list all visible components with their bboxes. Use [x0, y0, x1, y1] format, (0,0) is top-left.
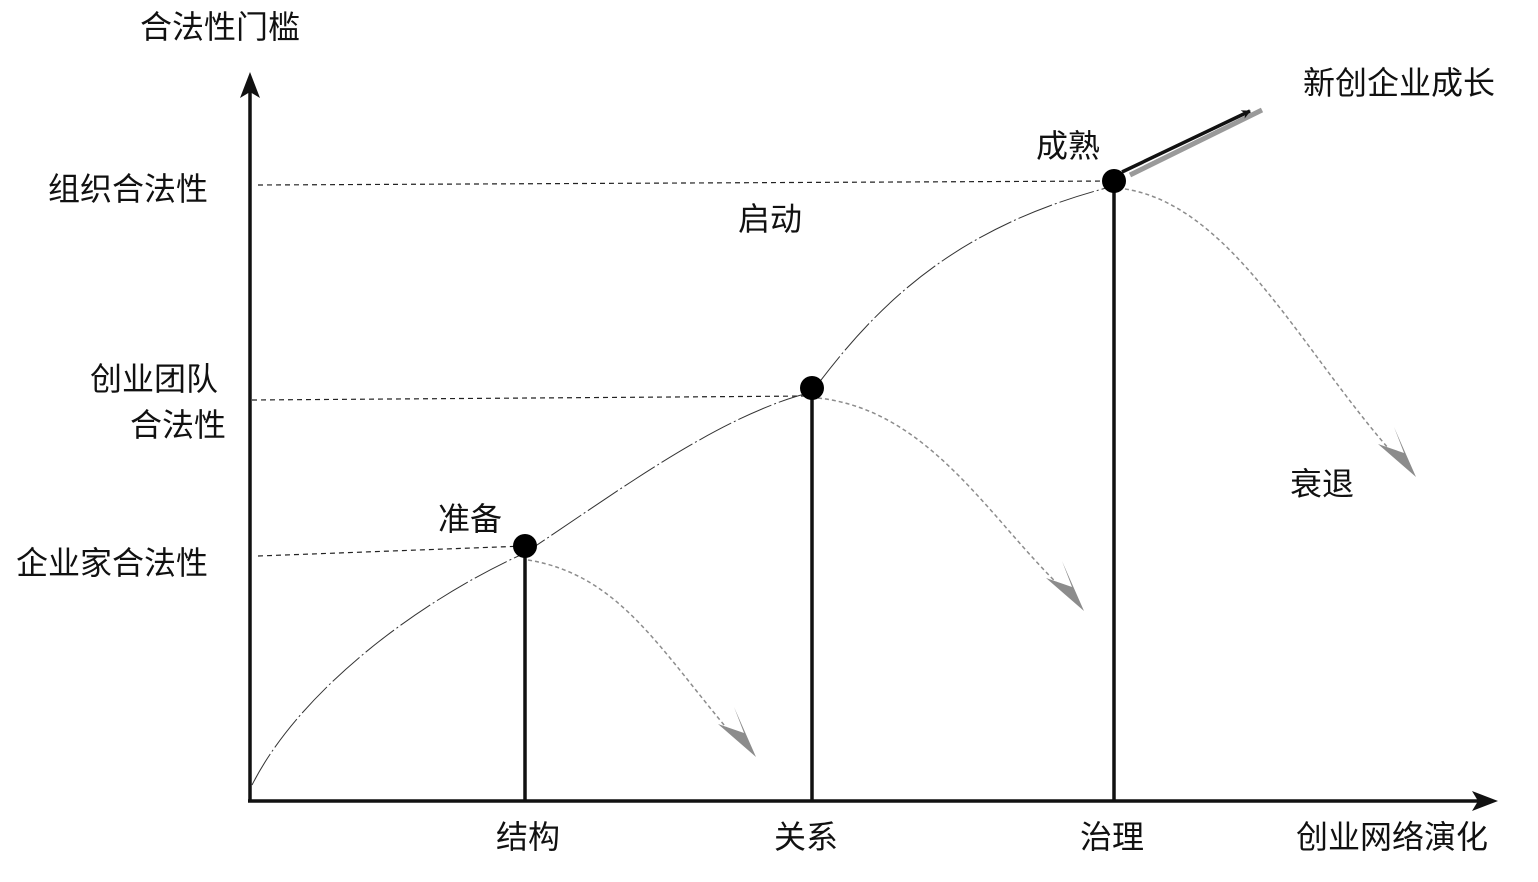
y-level-entrepreneur: 企业家合法性 — [16, 544, 208, 582]
point-label-launch: 启动 — [738, 200, 802, 238]
threshold-guides — [251, 180, 1115, 557]
decline-path-3 — [1117, 187, 1397, 458]
decline-arrowhead-3 — [1378, 427, 1416, 477]
y-level-team-line2: 合法性 — [130, 406, 226, 444]
decline-arrowhead-1 — [718, 707, 756, 757]
point-prepare — [513, 534, 537, 558]
x-stage-structure: 结构 — [496, 818, 560, 856]
decline-path-1 — [527, 559, 736, 739]
guide-team — [251, 395, 813, 401]
y-axis-title: 合法性门槛 — [140, 8, 300, 46]
guide-entrepreneur — [257, 545, 526, 557]
x-axis-title: 创业网络演化 — [1296, 818, 1488, 856]
point-mature — [1102, 169, 1126, 193]
y-level-team-line1: 创业团队 — [90, 360, 218, 398]
axes — [240, 72, 1498, 811]
point-label-mature: 成熟 — [1036, 127, 1100, 165]
point-launch — [800, 376, 824, 400]
y-axis-arrowhead — [240, 72, 260, 98]
decline-branches — [527, 187, 1416, 757]
evolution-curve — [251, 185, 1115, 786]
decline-path-2 — [817, 397, 1065, 591]
stage-points — [513, 169, 1126, 558]
guide-organization — [257, 180, 1115, 186]
x-stage-relation: 关系 — [774, 818, 838, 856]
growth-arrow — [1121, 107, 1264, 178]
decline-arrowhead-2 — [1046, 561, 1084, 611]
point-label-prepare: 准备 — [438, 500, 502, 538]
y-level-organization: 组织合法性 — [48, 170, 208, 208]
outcome-growth: 新创企业成长 — [1303, 64, 1495, 102]
x-axis-arrowhead — [1472, 791, 1498, 811]
stage-stems — [523, 181, 1116, 801]
outcome-decline: 衰退 — [1290, 465, 1354, 503]
x-stage-governance: 治理 — [1080, 818, 1144, 856]
